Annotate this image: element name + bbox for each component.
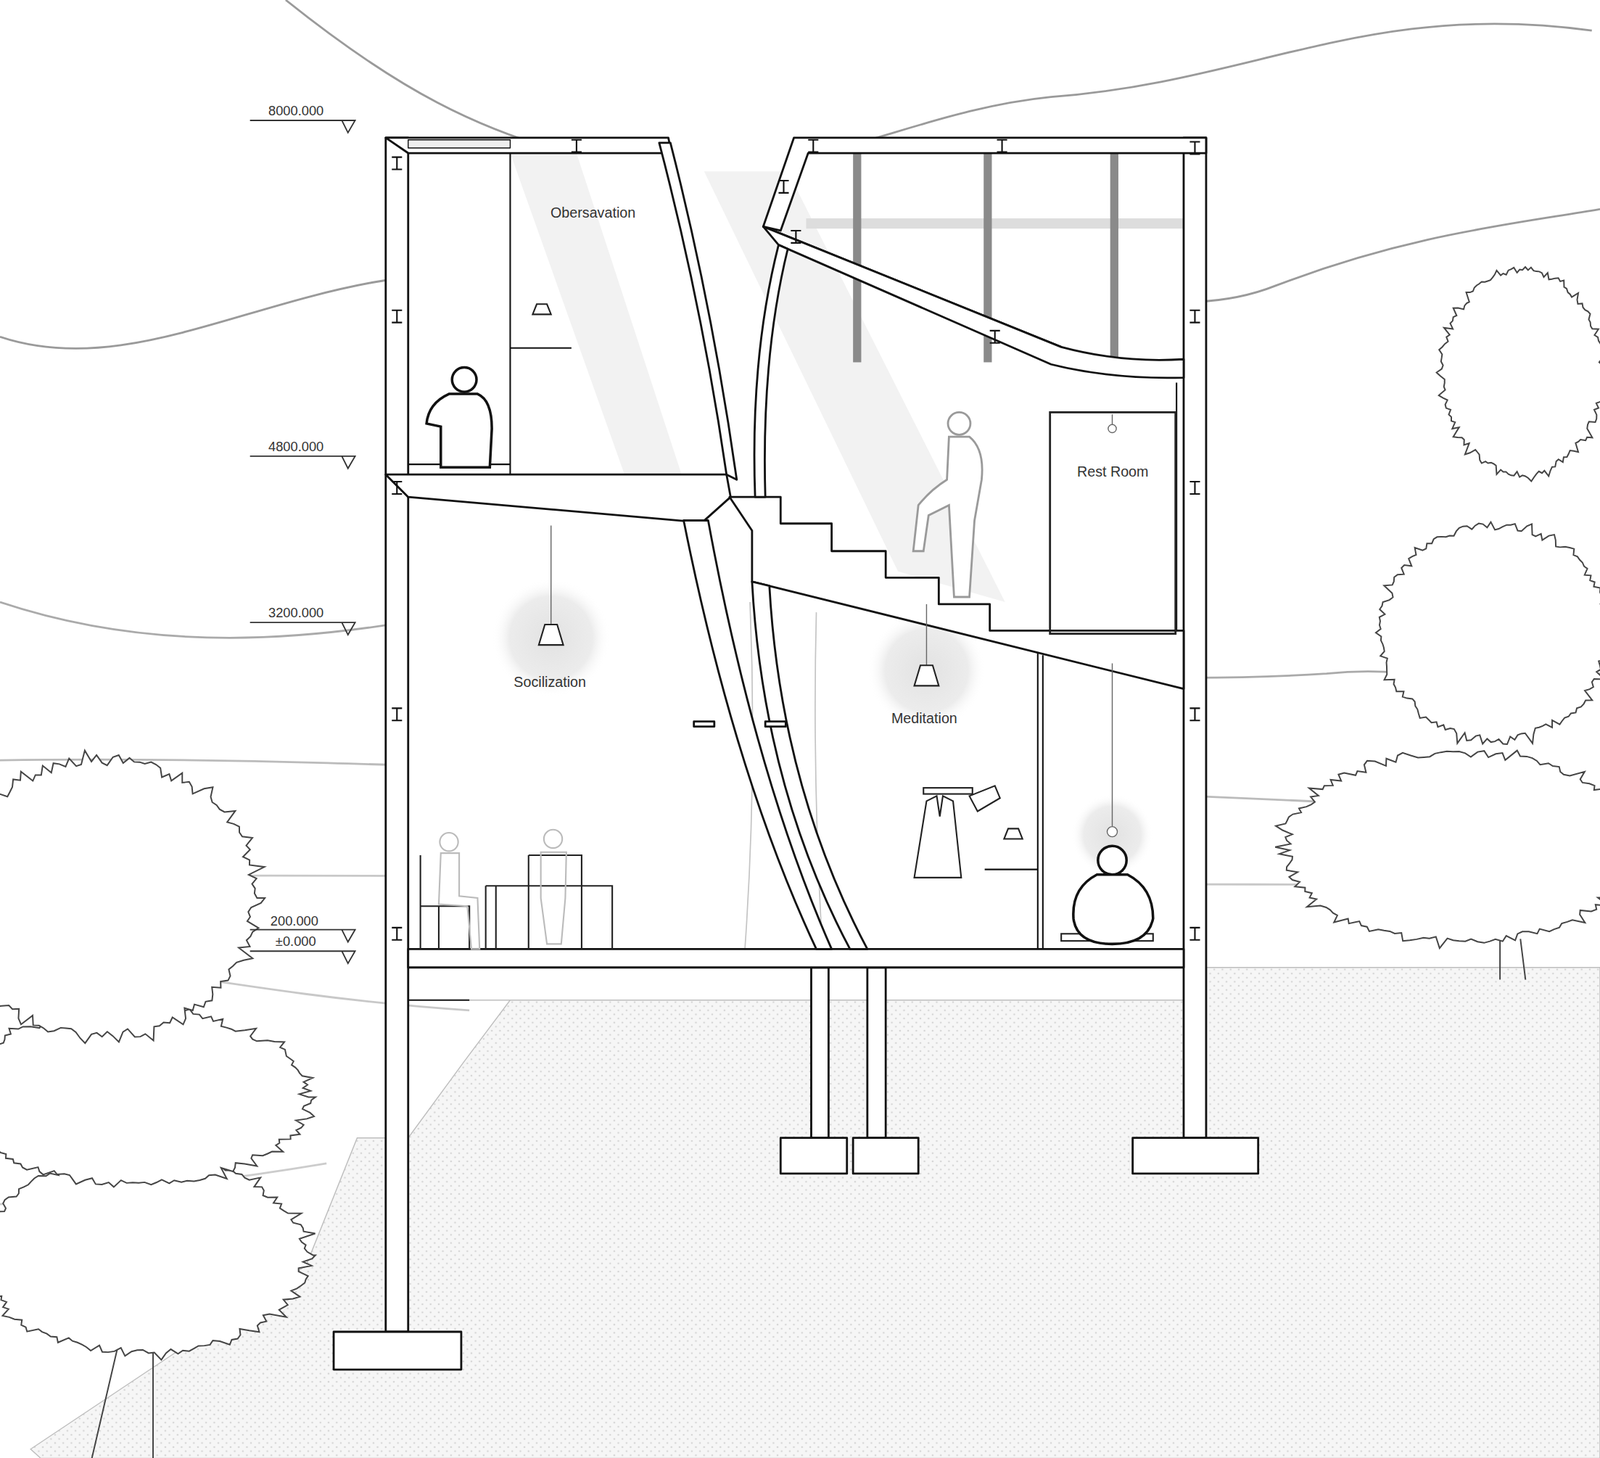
tree-crown bbox=[0, 750, 265, 1043]
level-mark bbox=[250, 120, 356, 133]
steel-mark bbox=[391, 707, 402, 721]
furniture bbox=[420, 855, 1154, 949]
door-frame: Rest Room bbox=[1048, 411, 1177, 635]
level-value: 4800.000 bbox=[268, 439, 324, 455]
level-value: 3200.000 bbox=[268, 606, 324, 621]
people bbox=[426, 366, 1154, 949]
room-name: Rest Room bbox=[1077, 464, 1149, 481]
steel-mark bbox=[391, 310, 402, 323]
structure bbox=[333, 137, 1259, 1370]
steel-mark bbox=[391, 157, 402, 170]
steel-mark bbox=[1189, 310, 1200, 323]
tree-crown bbox=[0, 1006, 316, 1188]
steel-mark bbox=[391, 927, 402, 940]
steel-mark bbox=[1189, 142, 1200, 155]
room-name: Meditation bbox=[891, 711, 958, 728]
level-value: ±0.000 bbox=[275, 934, 317, 950]
steel-mark bbox=[1189, 481, 1200, 494]
window-mullion bbox=[852, 153, 861, 362]
level-mark bbox=[250, 456, 356, 469]
tree-crown bbox=[1275, 750, 1600, 949]
steel-mark bbox=[571, 139, 582, 153]
window-mullion bbox=[1110, 153, 1119, 362]
partitions bbox=[408, 153, 1177, 1001]
steel-mark bbox=[1189, 927, 1200, 940]
room-name: Obersavation bbox=[550, 205, 636, 222]
tree-crown bbox=[1436, 266, 1600, 481]
steel-mark bbox=[778, 180, 789, 193]
steel-mark bbox=[997, 139, 1008, 153]
steel-mark bbox=[990, 330, 1001, 344]
steel-mark bbox=[807, 139, 819, 153]
level-markers bbox=[250, 120, 356, 964]
tree-trunk bbox=[1499, 938, 1526, 980]
level-value: 8000.000 bbox=[268, 104, 324, 119]
steel-marks bbox=[391, 139, 1200, 940]
steel-mark bbox=[790, 230, 801, 243]
level-mark bbox=[250, 622, 356, 635]
interior bbox=[408, 153, 1184, 949]
window-rail bbox=[805, 218, 1184, 229]
coat-hanger bbox=[914, 785, 1001, 878]
tree-crown bbox=[0, 1153, 316, 1360]
level-value: 200.000 bbox=[270, 914, 319, 930]
level-mark bbox=[250, 950, 356, 964]
light-beam bbox=[509, 153, 682, 475]
room-name: Socilization bbox=[513, 674, 587, 691]
lamps bbox=[532, 303, 1117, 839]
tree-crown bbox=[1375, 522, 1600, 745]
steel-mark bbox=[391, 481, 402, 494]
steel-mark bbox=[1189, 707, 1200, 721]
